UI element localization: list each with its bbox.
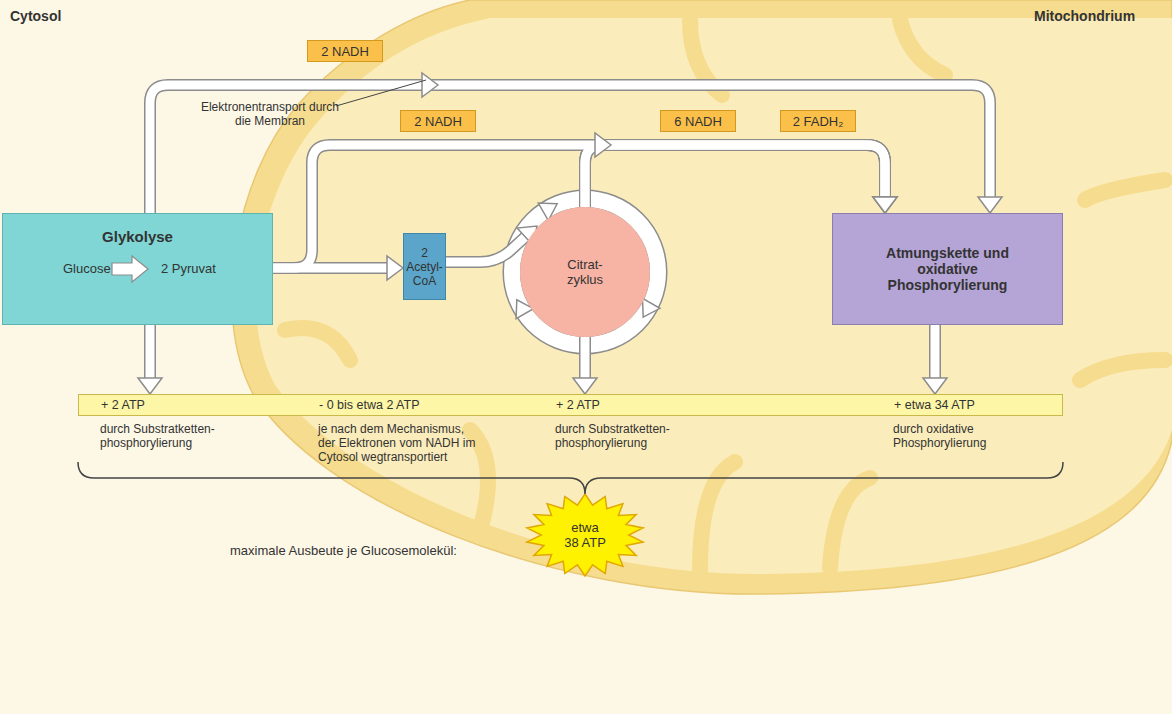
- yield-note: durch Substratketten- phosphorylierung: [555, 422, 680, 450]
- metabolite-text: 2 Pyruvat: [161, 261, 216, 276]
- arrow-head: [873, 197, 897, 213]
- process-box: Atmungskette und oxidative Phosphorylier…: [832, 213, 1063, 325]
- cristae: [285, 20, 1165, 570]
- leader-line: [336, 80, 426, 106]
- yield-value: + 2 ATP: [101, 398, 145, 412]
- sum-brace: [78, 462, 1063, 494]
- crista: [830, 478, 870, 568]
- arrow-head: [595, 133, 611, 157]
- ring-fill: [512, 199, 658, 345]
- cycle-circle: Citrat- zyklus: [520, 207, 650, 337]
- total-star: etwa 38 ATP: [525, 493, 645, 577]
- crista: [1085, 180, 1165, 200]
- mitochondrion-inner: [256, 18, 1172, 574]
- star-shape: [527, 494, 643, 576]
- region-label: Mitochondrium: [1034, 8, 1135, 24]
- arrow-body: [931, 325, 940, 382]
- glycolysis-inner-arrow: [112, 256, 148, 282]
- circle-text: Citrat- zyklus: [560, 257, 610, 287]
- metabolite-box: 2 Acetyl-CoA: [403, 233, 446, 300]
- arrow-head: [873, 197, 897, 213]
- star-text: etwa 38 ATP: [563, 520, 607, 550]
- edge-label: 2 FADH₂: [780, 110, 856, 132]
- box-heading: Glykolyse: [3, 228, 272, 245]
- region-label: Cytosol: [10, 8, 61, 24]
- yield-value: + etwa 34 ATP: [894, 398, 975, 412]
- arrow-body: [146, 325, 155, 382]
- edge-label: 6 NADH: [660, 110, 736, 132]
- box-heading: Atmungskette und oxidative Phosphorylier…: [886, 245, 1010, 293]
- arrow-head: [138, 378, 162, 394]
- arrow-outline: [929, 325, 941, 382]
- box-text: 2 Acetyl-CoA: [406, 246, 444, 288]
- process-box: GlykolyseGlucose 2 Pyruvat: [2, 213, 273, 325]
- arrow-outline: [144, 325, 156, 382]
- annotation-note: Elektronentransport durch die Membran: [195, 100, 345, 128]
- arrow-outline: [585, 145, 885, 207]
- arrow-head: [387, 256, 403, 280]
- edge-label: 2 NADH: [307, 40, 383, 62]
- crista: [900, 20, 945, 75]
- arrow-outline: [579, 337, 591, 382]
- yield-band: + 2 ATP - 0 bis etwa 2 ATP + 2 ATP + etwa 3…: [78, 394, 1063, 416]
- summary-note: maximale Ausbeute je Glucosemolekül:: [230, 543, 457, 558]
- yield-note: durch Substratketten- phosphorylierung: [100, 422, 225, 450]
- arrow-head: [573, 378, 597, 394]
- crista: [285, 328, 350, 360]
- crista: [700, 462, 735, 570]
- yield-note: durch oxidative Phosphorylierung: [893, 422, 1013, 450]
- metabolite-text: Glucose: [63, 261, 111, 276]
- ring-outline: [512, 199, 658, 345]
- yield-note: je nach dem Mechanismus, der Elektronen …: [318, 422, 480, 464]
- citrate-cycle-ring: [512, 199, 660, 345]
- crista: [1080, 360, 1165, 380]
- arrow-body: [585, 145, 885, 207]
- arrow-body: [581, 337, 590, 382]
- arrow-outline: [446, 234, 528, 262]
- arrow-head: [978, 197, 1002, 213]
- edge-label: 2 NADH: [400, 110, 476, 132]
- ring-arrowhead: [643, 298, 660, 317]
- arrow-outline: [585, 145, 885, 207]
- arrow-head: [422, 73, 438, 97]
- arrow-body: [446, 234, 528, 262]
- arrow-head: [923, 378, 947, 394]
- yield-value: - 0 bis etwa 2 ATP: [319, 398, 420, 412]
- arrow-head: [873, 197, 897, 213]
- arrow-body: [585, 145, 885, 207]
- yield-value: + 2 ATP: [556, 398, 600, 412]
